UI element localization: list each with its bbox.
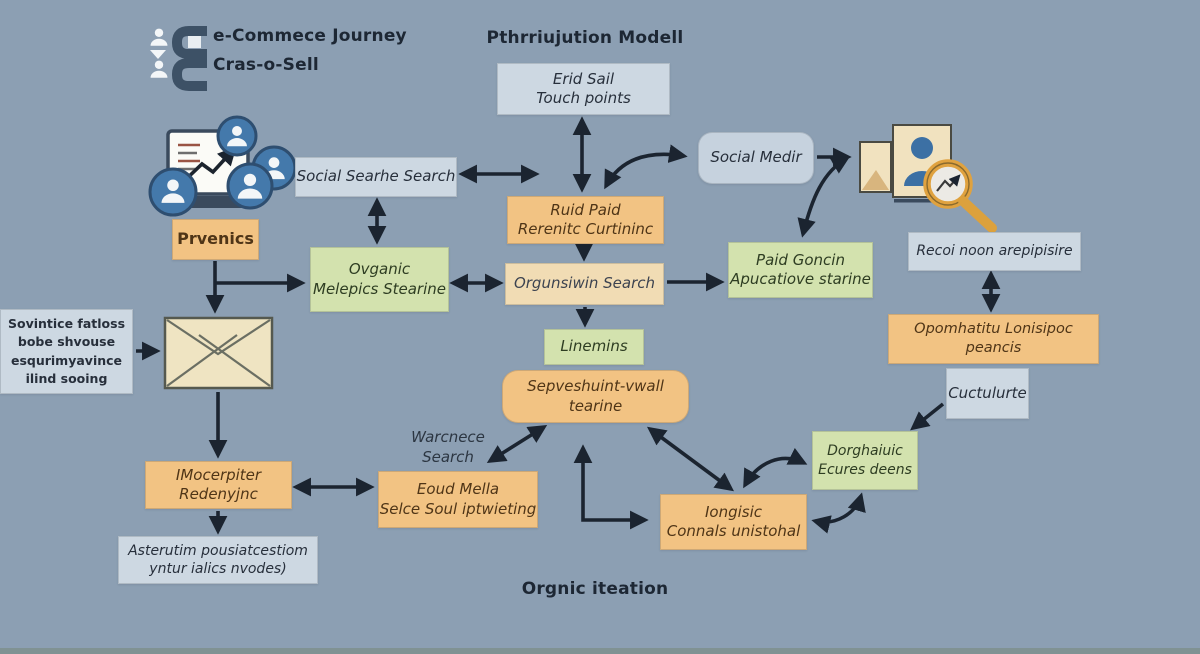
arrow-cuctulure-dorghatuic [910, 402, 945, 431]
arrow-sepveshuint-iongsic-diag [646, 426, 735, 492]
node-ovganic-melepics: Ovganic Melepics Stearine [310, 247, 449, 312]
node-sovintice-fatloss: Sovintice fatloss bobe shvouse esqurimya… [0, 309, 133, 394]
node-dorghatuic: Dorghaiuic Ecures deens [812, 431, 918, 490]
flow-arrows [136, 116, 1001, 535]
node-cuctulure: Cuctulurte [946, 368, 1029, 419]
diagram-title: Pthrriujution Modell [486, 28, 684, 48]
diagram-header-line2: Cras-o-Sell [213, 55, 319, 75]
arrow-ruidpaid-socialmedir [604, 144, 688, 190]
arrow-sepveshuint-iongsic-elbow [573, 444, 649, 530]
node-paid-goncin: Paid Goncin Apucatiove starine [728, 242, 873, 298]
app-bracket-icon [172, 26, 207, 91]
arrow-icons-paidgoncin [797, 156, 851, 238]
arrow-warcnece-sepveshuint [486, 425, 548, 463]
magnifier-chart-icon [923, 159, 997, 233]
node-opomhatitu: Opomhatitu Lonisipoc peancis [888, 314, 1099, 364]
node-erid-sail-touch-points: Erid Sail Touch points [497, 63, 670, 115]
user-avatars-icon [148, 115, 297, 217]
node-astrutim: Asterutim pousiatcestiom yntur ialics nv… [118, 536, 318, 584]
node-eoud-mella: Eoud Mella Selce Soul iptwieting [378, 471, 538, 528]
footer-label: Orgnic iteation [521, 579, 669, 599]
app-bracket-inner [188, 36, 201, 48]
arrow-iongsic-dorghatuic-lower [811, 492, 866, 534]
person-icon [150, 28, 168, 78]
node-linemins: Linemins [544, 329, 644, 365]
photo-icon [859, 141, 892, 193]
envelope-icon [163, 316, 274, 390]
diagram-header-line1: e-Commece Journey [213, 26, 407, 46]
node-sepveshuint-vwall: Sepveshuint-vwall tearine [502, 370, 689, 423]
node-imocerpiter: IMocerpiter Redenyjnc [145, 461, 292, 509]
node-social-medir: Social Medir [698, 132, 814, 184]
node-iongsic-connals: Iongisic Connals unistohal [660, 494, 807, 550]
arrow-iongsic-dorghatuic-upper [743, 447, 808, 489]
node-ruid-paid: Ruid Paid Rerenitc Curtininc [507, 196, 664, 244]
node-prvenics: Prvenics [172, 219, 259, 260]
bottom-edge-strip [0, 648, 1200, 654]
node-recoi-noon: Recoi noon arepipisire [908, 232, 1081, 271]
node-social-searhe-search: Social Searhe Search [295, 157, 457, 197]
node-orgunsiwin-search: Orgunsiwin Search [505, 263, 664, 305]
label-warcnece-search: Warcnece Search [411, 428, 485, 467]
